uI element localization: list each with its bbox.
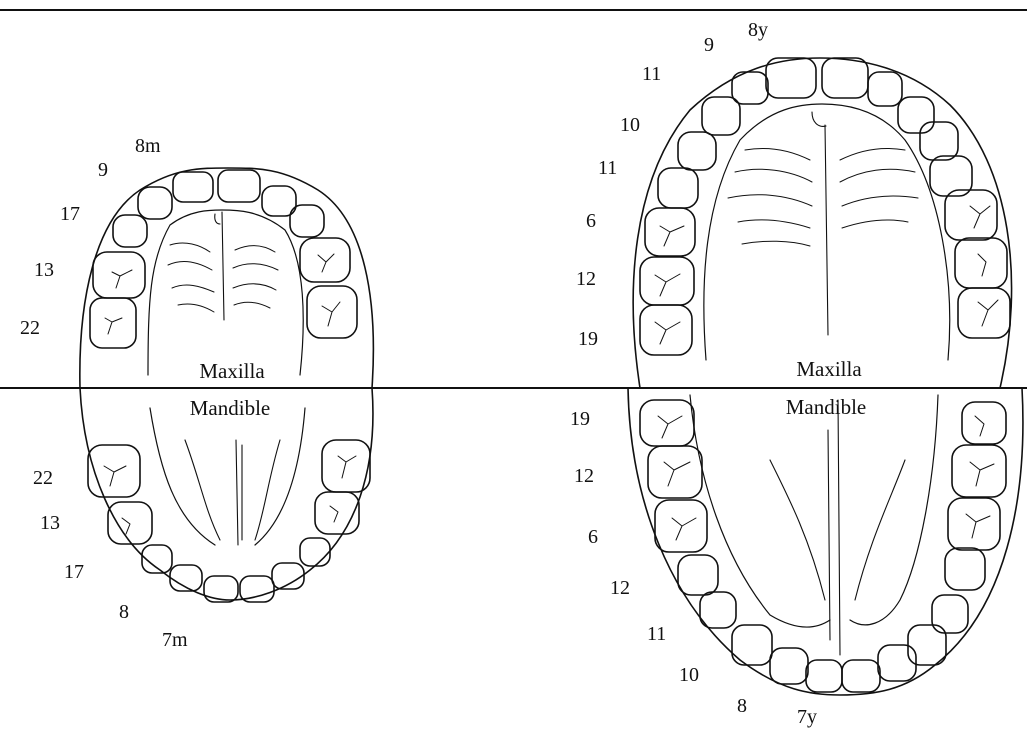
- left-mandible-arch: [80, 388, 373, 602]
- right-mandible-label: Mandible: [786, 395, 866, 419]
- right-upper-label-8: 19: [578, 328, 598, 350]
- tooth-lower-molar-2: [88, 445, 140, 497]
- left-mandible-label: Mandible: [190, 396, 270, 420]
- tooth-lower-incisor-2-r: [878, 645, 916, 681]
- left-upper-label-4: 13: [34, 259, 54, 281]
- right-upper-label-2: 9: [704, 34, 714, 56]
- tooth-lower-premolar-1: [678, 555, 718, 595]
- tooth-lower-premolar-2: [655, 500, 707, 552]
- right-lower-label-2: 12: [574, 465, 594, 487]
- right-upper-label-4: 10: [620, 114, 640, 136]
- tooth-upper-molar-1-r: [300, 238, 350, 282]
- left-maxilla-arch: [80, 168, 374, 388]
- tooth-lower-lateral-incisor-r: [908, 625, 946, 665]
- tooth-upper-central-incisor-l: [173, 172, 213, 202]
- tooth-upper-molar-2: [90, 298, 136, 348]
- right-lower-label-8: 7y: [797, 706, 817, 728]
- tooth-lower-central-incisor-l: [806, 660, 842, 692]
- tooth-lower-molar-1-r: [952, 445, 1006, 497]
- tooth-lower-canine-r: [932, 595, 968, 633]
- left-lower-label-5: 7m: [162, 629, 188, 651]
- right-lower-label-3: 6: [588, 526, 598, 548]
- tooth-lower-molar-1: [648, 446, 702, 498]
- tooth-lower-molar-1-r: [315, 492, 359, 534]
- tooth-lower-canine-r: [300, 538, 330, 566]
- tooth-upper-canine-r: [898, 97, 934, 133]
- tooth-upper-premolar-1-r: [920, 122, 958, 160]
- tooth-lower-premolar-2-r: [948, 498, 1000, 550]
- tooth-upper-central-incisor-r: [218, 170, 260, 202]
- tooth-upper-canine: [678, 132, 716, 170]
- left-upper-label-2: 9: [98, 159, 108, 181]
- left-lower-label-3: 17: [64, 561, 84, 583]
- right-lower-label-5: 11: [647, 623, 666, 645]
- tooth-lower-central-incisor-r: [842, 660, 880, 692]
- right-mandible-arch: [628, 388, 1023, 695]
- tooth-upper-molar-2-r: [955, 238, 1007, 288]
- tooth-lower-premolar-1-r: [945, 548, 985, 590]
- tooth-upper-molar-1-r: [945, 190, 997, 240]
- tooth-lower-molar-1: [108, 502, 152, 544]
- tooth-upper-lateral-incisor-r: [868, 72, 902, 106]
- tooth-lower-molar-2-r: [962, 402, 1006, 444]
- left-upper-label-3: 17: [60, 203, 80, 225]
- tooth-lower-molar-2-r: [322, 440, 370, 492]
- tooth-lower-incisor-2: [770, 648, 808, 684]
- right-upper-label-1: 8y: [748, 19, 768, 41]
- right-upper-label-5: 11: [598, 157, 617, 179]
- left-upper-label-5: 22: [20, 317, 40, 339]
- right-lower-label-7: 8: [737, 695, 747, 717]
- right-lower-label-6: 10: [679, 664, 699, 686]
- right-maxilla-label: Maxilla: [796, 357, 862, 381]
- tooth-upper-molar-3-r: [958, 288, 1010, 338]
- right-lower-label-4: 12: [610, 577, 630, 599]
- right-upper-label-6: 6: [586, 210, 596, 232]
- tooth-upper-lateral-incisor: [138, 187, 172, 219]
- right-maxilla-arch: [633, 58, 1011, 388]
- left-lower-label-2: 13: [40, 512, 60, 534]
- left-upper-label-1: 8m: [135, 135, 161, 157]
- left-lower-label-1: 22: [33, 467, 53, 489]
- right-upper-label-7: 12: [576, 268, 596, 290]
- tooth-upper-canine: [113, 215, 147, 247]
- tooth-lower-central-incisor-l: [204, 576, 238, 602]
- tooth-upper-premolar-1: [658, 168, 698, 208]
- right-upper-label-3: 11: [642, 63, 661, 85]
- tooth-upper-premolar-1b: [702, 97, 740, 135]
- left-maxilla-label: Maxilla: [199, 359, 265, 383]
- left-lower-label-4: 8: [119, 601, 129, 623]
- tooth-lower-canine: [700, 592, 736, 628]
- tooth-upper-central-incisor-r: [822, 58, 868, 98]
- right-lower-label-1: 19: [570, 408, 590, 430]
